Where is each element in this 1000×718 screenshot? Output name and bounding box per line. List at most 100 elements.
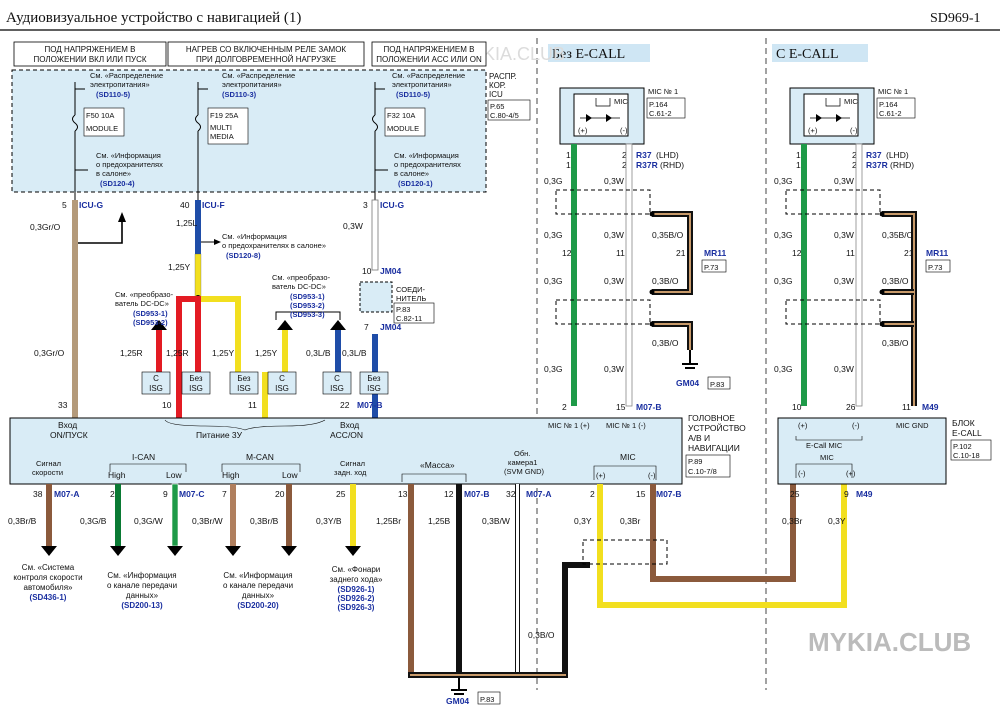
svg-text:Вход: Вход — [340, 420, 359, 430]
svg-text:0,3B/O: 0,3B/O — [528, 630, 555, 640]
svg-text:ISG: ISG — [149, 384, 163, 393]
svg-text:F32 10A: F32 10A — [387, 111, 415, 120]
svg-text:P.83: P.83 — [480, 695, 494, 704]
icu-title: РАСПР.КОР.ICU — [489, 72, 517, 99]
svg-text:0,3W: 0,3W — [604, 364, 624, 374]
svg-text:1,25Y: 1,25Y — [255, 348, 278, 358]
svg-text:11: 11 — [616, 248, 625, 258]
svg-text:См. «преобразо-: См. «преобразо- — [272, 273, 331, 282]
svg-text:P.89: P.89 — [688, 457, 702, 466]
svg-text:P.164: P.164 — [649, 100, 668, 109]
svg-text:ICU-F: ICU-F — [202, 200, 225, 210]
svg-text:А/В И: А/В И — [688, 433, 710, 443]
svg-text:1,25R: 1,25R — [120, 348, 143, 358]
svg-text:E-Call MIC: E-Call MIC — [806, 441, 843, 450]
svg-text:0,3B/O: 0,3B/O — [882, 276, 909, 286]
svg-text:0,35B/O: 0,35B/O — [652, 230, 684, 240]
svg-text:(-): (-) — [852, 421, 860, 430]
svg-text:автомобиля»: автомобиля» — [24, 583, 74, 592]
svg-text:ACC/ON: ACC/ON — [330, 430, 363, 440]
svg-text:0,35B/O: 0,35B/O — [882, 230, 914, 240]
svg-text:о канале передачи: о канале передачи — [107, 581, 177, 590]
svg-text:0,3G: 0,3G — [774, 276, 792, 286]
svg-text:MIC № 1 (-): MIC № 1 (-) — [606, 421, 646, 430]
svg-text:камера1: камера1 — [508, 458, 537, 467]
svg-text:См. «Распределение: См. «Распределение — [90, 71, 163, 80]
svg-text:GM04: GM04 — [446, 696, 469, 706]
svg-text:(-): (-) — [648, 471, 656, 480]
svg-text:(SD120-8): (SD120-8) — [226, 251, 261, 260]
svg-text:(SD110-3): (SD110-3) — [222, 90, 257, 99]
svg-text:M07-B: M07-B — [357, 400, 383, 410]
svg-text:1: 1 — [566, 150, 571, 160]
svg-text:данных»: данных» — [126, 591, 159, 600]
svg-text:M-CAN: M-CAN — [246, 452, 274, 462]
svg-text:12: 12 — [792, 248, 802, 258]
svg-text:R37: R37 — [636, 150, 652, 160]
svg-text:См. «Информация: См. «Информация — [223, 571, 292, 580]
svg-text:12: 12 — [562, 248, 572, 258]
svg-text:M07-B: M07-B — [464, 489, 490, 499]
svg-text:21: 21 — [676, 248, 686, 258]
svg-text:11: 11 — [248, 400, 257, 410]
svg-text:10: 10 — [362, 266, 372, 276]
svg-text:1,25Br: 1,25Br — [376, 516, 401, 526]
svg-text:Без: Без — [237, 374, 251, 383]
svg-text:P.73: P.73 — [928, 263, 942, 272]
svg-text:0,3Br/B: 0,3Br/B — [250, 516, 279, 526]
section-without-ecall: Без E-CALL — [552, 47, 625, 62]
svg-text:задн. ход: задн. ход — [334, 468, 367, 477]
bottom-ref-reverse: См. «Фонари заднего хода» (SD926-1) (SD9… — [330, 565, 383, 612]
svg-text:«Масса»: «Масса» — [420, 460, 455, 470]
svg-text:7: 7 — [222, 489, 227, 499]
svg-text:MR11: MR11 — [704, 248, 726, 258]
mic-left-pins: 1 1 2 2 R37 (LHD) R37R (RHD) — [566, 150, 684, 170]
svg-text:MIC № 1: MIC № 1 — [648, 87, 678, 96]
svg-text:ПОЛОЖЕНИИ ACC ИЛИ ON: ПОЛОЖЕНИИ ACC ИЛИ ON — [376, 55, 482, 64]
svg-text:P.83: P.83 — [710, 380, 724, 389]
svg-text:R37R: R37R — [636, 160, 658, 170]
svg-text:См. «преобразо-: См. «преобразо- — [115, 290, 174, 299]
svg-text:С: С — [334, 374, 340, 383]
svg-text:ON/ПУСК: ON/ПУСК — [50, 430, 88, 440]
svg-text:MIC: MIC — [844, 97, 858, 106]
svg-text:M49: M49 — [922, 402, 939, 412]
svg-text:11: 11 — [902, 402, 911, 412]
head-unit — [9, 417, 683, 485]
svg-text:0,3B/W: 0,3B/W — [482, 516, 510, 526]
svg-text:ICU-G: ICU-G — [79, 200, 103, 210]
svg-text:См. «Информация: См. «Информация — [96, 151, 161, 160]
svg-text:НИТЕЛЬ: НИТЕЛЬ — [396, 294, 426, 303]
svg-text:0,3W: 0,3W — [604, 230, 624, 240]
mic-right-wires: 0,3G 0,3W 0,3G 0,3W 0,35B/O 12 11 21 MR1… — [774, 176, 948, 412]
svg-text:С: С — [279, 374, 285, 383]
svg-text:M07-B: M07-B — [656, 489, 682, 499]
svg-text:R37: R37 — [866, 150, 882, 160]
svg-text:См. «Информация: См. «Информация — [222, 232, 287, 241]
svg-text:электропитания»: электропитания» — [222, 80, 282, 89]
svg-text:10: 10 — [792, 402, 802, 412]
svg-text:MIC: MIC — [620, 452, 636, 462]
svg-text:0,3Br: 0,3Br — [782, 516, 802, 526]
svg-text:ISG: ISG — [189, 384, 203, 393]
svg-text:JM04: JM04 — [380, 322, 402, 332]
svg-text:JM04: JM04 — [380, 266, 402, 276]
svg-text:ПОЛОЖЕНИИ ВКЛ ИЛИ ПУСК: ПОЛОЖЕНИИ ВКЛ ИЛИ ПУСК — [33, 55, 146, 64]
svg-text:2: 2 — [110, 489, 115, 499]
svg-text:контроля скорости: контроля скорости — [13, 573, 82, 582]
svg-text:12: 12 — [444, 489, 454, 499]
svg-text:(LHD): (LHD) — [886, 150, 909, 160]
svg-text:0,3B/O: 0,3B/O — [652, 276, 679, 286]
svg-text:заднего хода»: заднего хода» — [330, 575, 383, 584]
svg-text:0,3G: 0,3G — [774, 364, 792, 374]
svg-text:0,3L/B: 0,3L/B — [342, 348, 367, 358]
svg-text:25: 25 — [336, 489, 346, 499]
svg-text:См. «Информация: См. «Информация — [394, 151, 459, 160]
svg-text:(SD110-5): (SD110-5) — [96, 90, 131, 99]
svg-text:(SD200-20): (SD200-20) — [237, 601, 279, 610]
svg-text:Обн.: Обн. — [514, 449, 530, 458]
svg-text:Без: Без — [367, 374, 381, 383]
svg-text:Сигнал: Сигнал — [36, 459, 61, 468]
svg-text:См. «Фонари: См. «Фонари — [332, 565, 381, 574]
